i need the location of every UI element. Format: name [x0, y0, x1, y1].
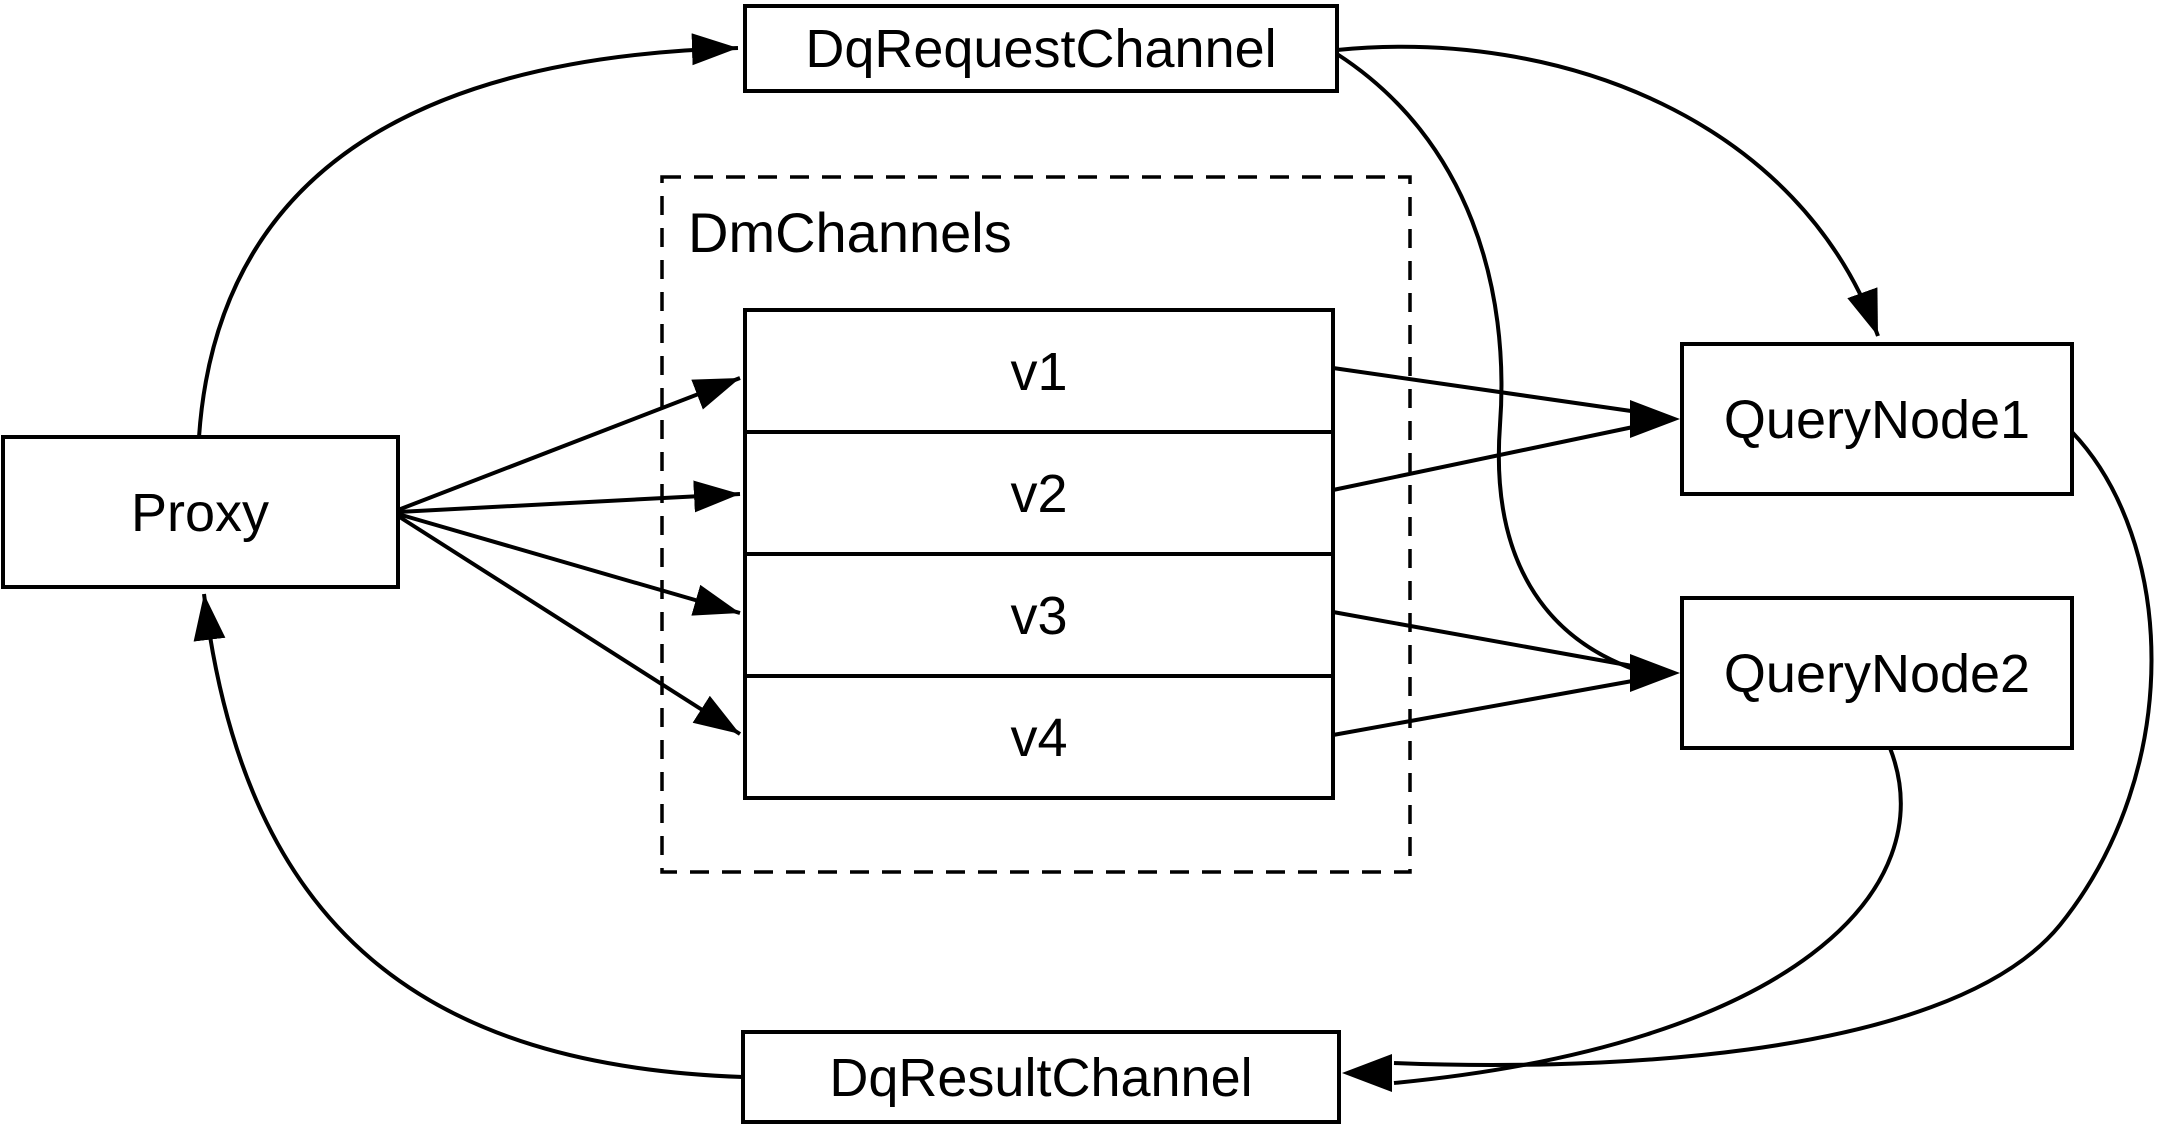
edge-proxy-to-v4: [396, 514, 742, 736]
edge-proxy-to-v2: [397, 480, 741, 514]
channel-stack: v1 v2 v3 v4: [743, 308, 1335, 800]
arrowhead-query-node-2: [1630, 654, 1680, 692]
query-node-1-box: [1680, 342, 2074, 496]
channel-v3-label: v3: [1010, 586, 1067, 646]
query-node-2-node: QueryNode2: [1680, 596, 2074, 750]
channel-v1-label: v1: [1010, 342, 1067, 402]
edge-dq-request-channel-to-query-node-2: [1335, 52, 1637, 672]
proxy-box: [1, 435, 400, 589]
dq-request-channel-node: DqRequestChannel: [743, 4, 1339, 93]
channel-v3-box: [743, 552, 1335, 678]
edge-proxy-to-v1: [397, 376, 741, 512]
arrowhead-dq-result-channel: [1342, 1054, 1392, 1092]
edge-proxy-to-dq-request-channel: [197, 33, 739, 438]
edge-v1-to-query-node-1: [1332, 366, 1639, 414]
dq-result-channel-label: DqResultChannel: [829, 1048, 1252, 1108]
query-node-2-box: [1680, 596, 2074, 750]
query-node-2-label: QueryNode2: [1724, 644, 2030, 704]
dm-channels-group-label: DmChannels: [688, 201, 1012, 264]
edge-v4-to-query-node-2: [1332, 678, 1639, 737]
edge-dq-request-channel-to-query-node-1: [1336, 44, 1880, 337]
arrowhead-query-node-1: [1630, 400, 1680, 438]
channel-v1-box: [743, 308, 1335, 434]
dq-request-channel-label: DqRequestChannel: [805, 19, 1276, 79]
query-node-1-node: QueryNode1: [1680, 342, 2074, 496]
channel-v2-label: v2: [1010, 464, 1067, 524]
dq-result-channel-box: [741, 1030, 1341, 1124]
edge-proxy-to-v3: [397, 512, 741, 616]
dq-result-channel-node: DqResultChannel: [741, 1030, 1341, 1124]
edge-v3-to-query-node-2: [1332, 610, 1639, 669]
proxy-label: Proxy: [131, 483, 269, 543]
channel-v4-label: v4: [1010, 708, 1067, 768]
edge-v2-to-query-node-1: [1332, 424, 1639, 492]
channel-v4-box: [743, 674, 1335, 800]
proxy-node: Proxy: [1, 435, 400, 589]
edge-query-node-2-to-dq-result-channel: [1393, 747, 1903, 1085]
query-node-1-label: QueryNode1: [1724, 390, 2030, 450]
edge-query-node-1-to-dq-result-channel: [1393, 430, 2154, 1067]
edge-dq-result-channel-to-proxy: [193, 593, 744, 1079]
dq-request-channel-box: [743, 4, 1339, 93]
dm-channels-group-box: [660, 175, 1412, 874]
